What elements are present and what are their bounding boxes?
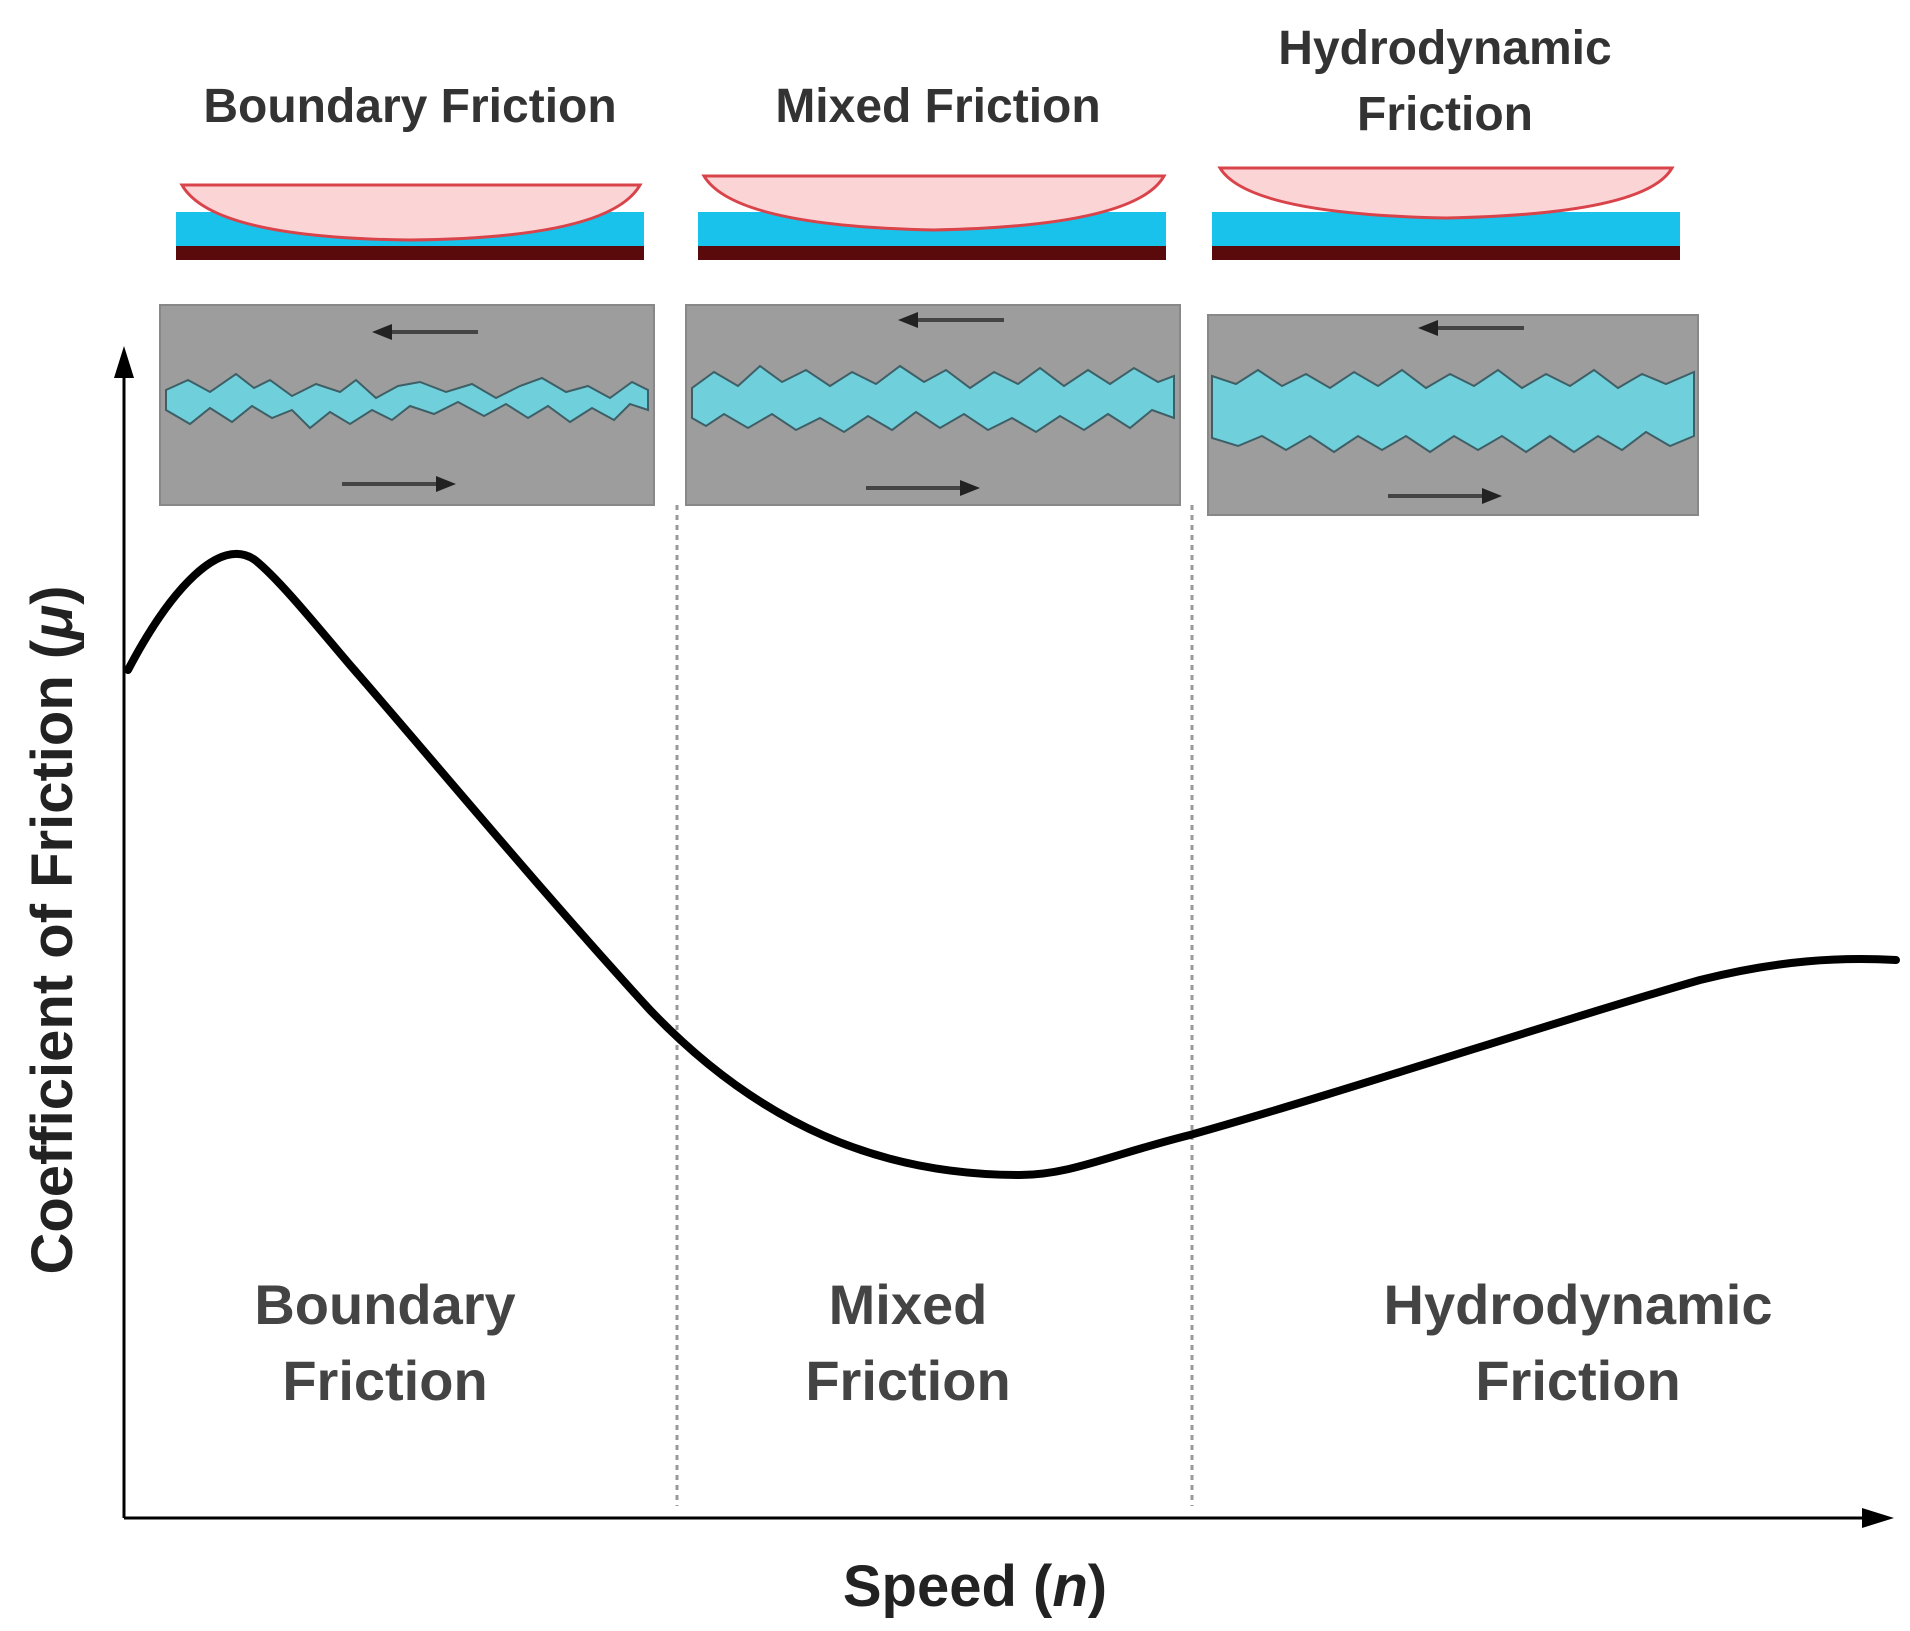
arrow-left-icon xyxy=(1418,320,1524,336)
header-hydrodynamic-line1: Hydrodynamic xyxy=(1278,22,1611,75)
lens-shape xyxy=(1217,166,1675,220)
lens-illustration-boundary xyxy=(176,183,644,260)
arrow-left-icon xyxy=(372,324,478,340)
lens-illustration-mixed xyxy=(698,174,1167,260)
fluid-gap xyxy=(165,372,649,430)
region-hydrodynamic-line1: Hydrodynamic xyxy=(1384,1273,1773,1336)
x-axis-label-end: ) xyxy=(1088,1554,1107,1619)
fluid-gap xyxy=(1211,368,1695,454)
substrate-layer xyxy=(1212,246,1680,260)
header-labels: Boundary Friction Mixed Friction Hydrody… xyxy=(203,22,1611,141)
x-axis-symbol: n xyxy=(1052,1554,1087,1619)
region-mixed-line1: Mixed xyxy=(829,1273,988,1336)
substrate-layer xyxy=(176,246,644,260)
region-hydrodynamic-line2: Friction xyxy=(1475,1349,1680,1412)
y-axis-arrowhead xyxy=(114,346,134,378)
regime-dividers xyxy=(675,505,1194,1506)
header-boundary-friction: Boundary Friction xyxy=(203,80,616,133)
stribeck-curve xyxy=(124,550,1900,1180)
x-axis-arrowhead xyxy=(1862,1508,1894,1528)
lens-illustration-hydrodynamic xyxy=(1212,166,1680,260)
header-hydrodynamic-line2: Friction xyxy=(1357,88,1533,141)
roughness-panel-hydrodynamic xyxy=(1207,314,1699,516)
x-axis-label-text: Speed ( xyxy=(843,1554,1053,1619)
arrow-left-icon xyxy=(898,312,1004,328)
arrow-right-icon xyxy=(1388,488,1502,504)
roughness-panel-mixed xyxy=(685,304,1181,506)
y-axis-label-text: Coefficient of Friction ( xyxy=(20,639,85,1274)
arrow-right-icon xyxy=(342,476,456,492)
x-axis-label: Speed (n) xyxy=(843,1554,1107,1619)
y-axis-label-end: ) xyxy=(20,585,85,604)
lens-shape xyxy=(701,174,1167,232)
lens-shape xyxy=(179,183,643,242)
region-boundary-line1: Boundary xyxy=(254,1273,515,1336)
fluid-gap xyxy=(691,364,1175,434)
header-mixed-friction: Mixed Friction xyxy=(775,80,1100,133)
roughness-panel-boundary xyxy=(159,304,655,506)
lens-illustrations xyxy=(176,166,1680,260)
y-axis-label: Coefficient of Friction (μ) xyxy=(20,585,85,1274)
axes xyxy=(114,346,1894,1528)
region-mixed-line2: Friction xyxy=(805,1349,1010,1412)
region-boundary-line2: Friction xyxy=(282,1349,487,1412)
y-axis-symbol: μ xyxy=(20,605,85,642)
arrow-right-icon xyxy=(866,480,980,496)
roughness-panels xyxy=(159,304,1699,516)
substrate-layer xyxy=(698,246,1166,260)
region-labels: Boundary Friction Mixed Friction Hydrody… xyxy=(254,1273,1772,1412)
